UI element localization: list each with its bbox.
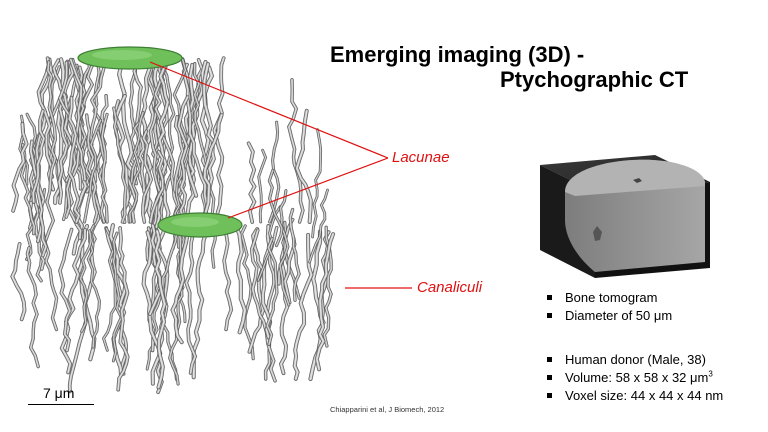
- canaliculus: [129, 112, 144, 223]
- canaliculus: [117, 227, 129, 391]
- canaliculus: [185, 232, 196, 374]
- canaliculus: [150, 151, 164, 223]
- bullet-list-1: Bone tomogram Diameter of 50 μm: [545, 289, 723, 325]
- canaliculus: [178, 96, 189, 223]
- canaliculus: [68, 97, 80, 223]
- canaliculus: [213, 57, 225, 214]
- canaliculus: [67, 66, 83, 239]
- canaliculus: [103, 228, 116, 351]
- canaliculus: [279, 190, 290, 306]
- canaliculus: [309, 189, 328, 263]
- canaliculus: [11, 243, 26, 320]
- canaliculus: [171, 231, 189, 343]
- citation: Chiapparini et al, J Biomech, 2012: [330, 405, 445, 414]
- canaliculus: [61, 229, 86, 374]
- canaliculus: [59, 61, 76, 218]
- canaliculus: [289, 209, 300, 301]
- bullet-item: Diameter of 50 μm: [545, 307, 723, 325]
- canaliculi-callout: Canaliculi: [417, 279, 483, 296]
- canaliculus: [26, 247, 39, 367]
- canaliculus: [86, 114, 98, 223]
- bullet-item: Human donor (Male, 38): [545, 351, 723, 369]
- canaliculus: [96, 129, 106, 223]
- canaliculus: [248, 142, 256, 223]
- canaliculus: [266, 238, 278, 345]
- canaliculus: [203, 63, 215, 203]
- canaliculus: [58, 59, 74, 204]
- canaliculus: [174, 116, 185, 223]
- title-line-2: Ptychographic CT: [500, 67, 689, 92]
- canaliculus: [204, 114, 223, 223]
- canaliculus: [101, 114, 108, 223]
- callout-lines: [149, 61, 412, 289]
- bone-tomogram-image: [540, 155, 710, 278]
- bullet-item: Bone tomogram: [545, 289, 723, 307]
- canaliculus: [296, 110, 312, 223]
- bullet-list-2: Human donor (Male, 38) Volume: 58 x 58 x…: [545, 351, 723, 405]
- scale-bar-label: 7 μm: [43, 385, 75, 401]
- canaliculus: [280, 233, 289, 374]
- canaliculus: [155, 230, 166, 388]
- canaliculus: [269, 170, 283, 246]
- canaliculus: [258, 149, 266, 223]
- canaliculus: [80, 230, 92, 332]
- canaliculus: [142, 130, 152, 223]
- canaliculus: [70, 59, 86, 181]
- canaliculus: [183, 64, 208, 228]
- volume-exponent: 3: [708, 369, 713, 379]
- slide-title: Emerging imaging (3D) - Ptychographic CT: [0, 0, 768, 120]
- canaliculus: [84, 119, 101, 223]
- canaliculus: [59, 228, 73, 351]
- canaliculus: [32, 110, 45, 203]
- title-line-1: Emerging imaging (3D) -: [330, 42, 585, 67]
- bullet-item: Voxel size: 44 x 44 x 44 nm: [545, 387, 723, 405]
- canaliculi-network: [10, 56, 336, 395]
- lacunae-callout: Lacunae: [392, 149, 450, 166]
- osteocyte-network-figure: [10, 46, 412, 395]
- canaliculus: [223, 232, 232, 330]
- tomogram-details: Bone tomogram Diameter of 50 μm Human do…: [545, 289, 723, 405]
- canaliculus: [235, 225, 246, 334]
- canaliculus: [251, 229, 276, 382]
- volume-text: Volume: 58 x 58 x 32 μm: [565, 370, 709, 385]
- canaliculus: [316, 233, 334, 370]
- canaliculus: [113, 232, 122, 362]
- bullet-item: Volume: 58 x 58 x 32 μm3: [545, 369, 723, 387]
- canaliculus: [92, 95, 108, 223]
- canaliculus: [248, 228, 264, 353]
- canaliculus: [12, 123, 28, 212]
- canaliculus: [288, 79, 304, 223]
- canaliculus: [113, 107, 127, 223]
- canaliculus: [85, 66, 105, 193]
- canaliculus: [36, 132, 47, 257]
- canaliculus: [241, 225, 254, 359]
- canaliculus: [174, 147, 189, 223]
- scale-bar: [28, 404, 94, 405]
